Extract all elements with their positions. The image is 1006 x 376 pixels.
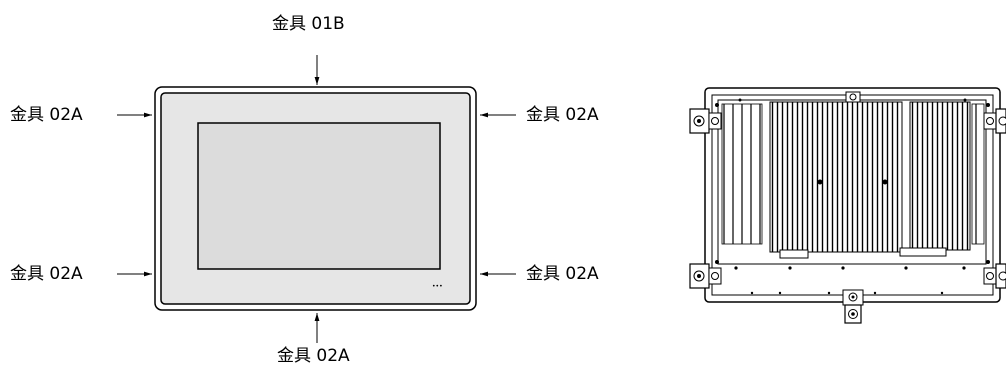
rear-bracket-bottom xyxy=(842,289,864,324)
front-panel-screen xyxy=(197,122,441,270)
bracket-arrows xyxy=(117,55,516,343)
rear-bracket-left-upper xyxy=(689,108,722,134)
heatsink-center-fins xyxy=(769,101,903,253)
rear-panel-view xyxy=(689,87,1006,324)
heatsink-right-fins xyxy=(909,101,971,251)
rear-screw-center-right xyxy=(882,179,888,185)
label-right-upper-bracket: 金具 02A xyxy=(526,105,599,125)
label-right-lower-bracket: 金具 02A xyxy=(526,264,599,284)
rear-connector-right xyxy=(899,247,947,257)
heatsink-left-fins xyxy=(721,103,763,245)
rear-perimeter-screws xyxy=(715,98,990,295)
front-panel-view: ••• xyxy=(154,86,477,311)
rear-bracket-left-lower xyxy=(689,263,722,289)
label-left-lower-bracket: 金具 02A xyxy=(10,264,83,284)
rear-screw-center-left xyxy=(817,179,823,185)
heatsink-right-edge-fins xyxy=(971,103,985,245)
rear-bracket-right-upper xyxy=(983,108,1006,134)
label-bottom-bracket: 金具 02A xyxy=(277,346,350,366)
label-top-bracket: 金具 01B xyxy=(272,14,345,34)
label-left-upper-bracket: 金具 02A xyxy=(10,105,83,125)
front-panel-brand-mark: ••• xyxy=(432,283,443,290)
rear-top-bracket xyxy=(845,91,861,103)
rear-connector-left xyxy=(779,249,809,259)
rear-bracket-right-lower xyxy=(983,263,1006,289)
